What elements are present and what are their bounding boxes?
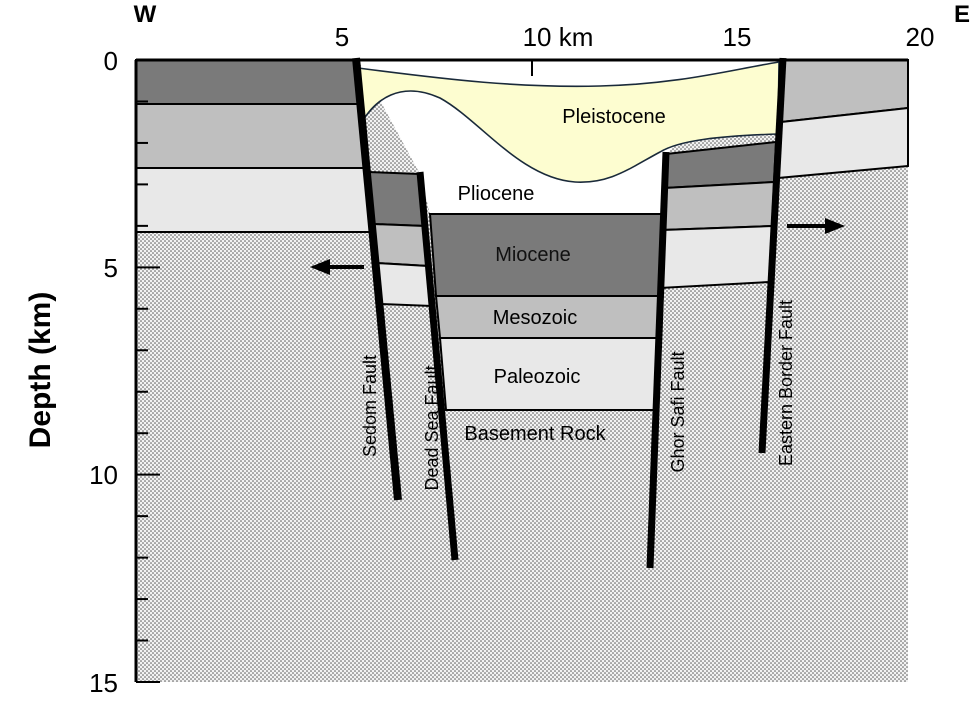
y-tick-label-0: 0 xyxy=(104,46,118,76)
step-dark-layer xyxy=(366,170,427,228)
pleistocene-layer xyxy=(357,61,780,183)
east-label: E xyxy=(954,1,970,28)
ghor-safi-fault-label: Ghor Safi Fault xyxy=(668,351,688,472)
y-tick-label-10: 10 xyxy=(89,460,118,490)
eastern-border-fault-label: Eastern Border Fault xyxy=(776,300,796,466)
dead-sea-fault-line xyxy=(416,171,459,561)
west-label: W xyxy=(134,1,157,28)
step-light-layer xyxy=(374,261,434,308)
west-dark-layer xyxy=(135,59,362,105)
east-step-medium-layer xyxy=(660,180,776,232)
step-medium-layer xyxy=(371,222,430,268)
ghor-safi-fault-line xyxy=(646,151,670,569)
paleozoic-label: Paleozoic xyxy=(494,366,581,388)
west-motion-arrow xyxy=(310,259,364,275)
mesozoic-label: Mesozoic xyxy=(493,307,577,329)
east-step-light-layer xyxy=(658,224,774,290)
sedom-fault-line xyxy=(352,57,402,501)
y-tick-label-5: 5 xyxy=(104,253,118,283)
dead-sea-fault-label: Dead Sea Fault xyxy=(422,365,442,490)
y-minor-ticks xyxy=(136,100,160,683)
east-motion-arrow xyxy=(787,218,845,234)
west-light-layer xyxy=(135,167,374,233)
eastern-border-fault-line xyxy=(758,57,787,454)
y-tick-label-15: 15 xyxy=(89,668,118,698)
basement-rock-label: Basement Rock xyxy=(464,423,606,445)
sedom-fault-label: Sedom Fault xyxy=(360,355,380,457)
west-medium-layer xyxy=(135,103,368,169)
x-tick-label-10: 10 km xyxy=(523,22,594,52)
y-axis-label: Depth (km) xyxy=(24,292,57,449)
miocene-label: Miocene xyxy=(495,244,571,266)
pleistocene-label: Pleistocene xyxy=(562,106,665,128)
x-tick-label-20: 20 xyxy=(906,22,935,52)
pliocene-label: Pliocene xyxy=(458,183,535,205)
x-tick-label-15: 15 xyxy=(723,22,752,52)
x-tick-label-5: 5 xyxy=(335,22,349,52)
